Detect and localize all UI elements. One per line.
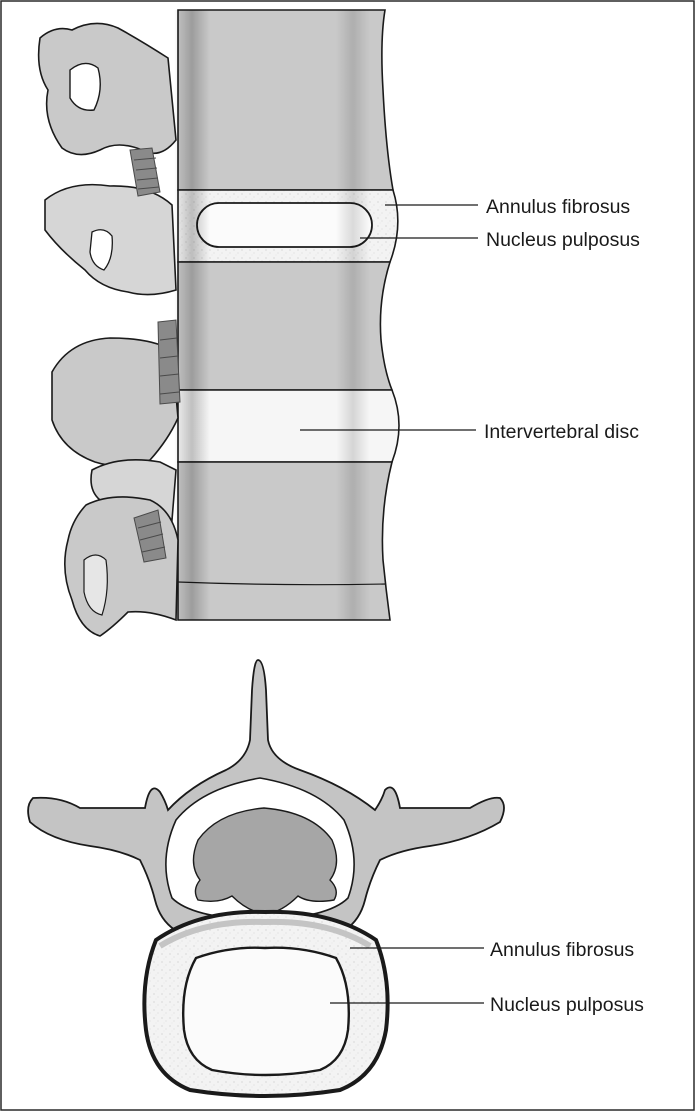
label-annulus-cross: Annulus fibrosus xyxy=(490,939,634,961)
lateral-spine-view: Annulus fibrosus Nucleus pulposus Interv… xyxy=(39,10,641,636)
cross-section-view: Annulus fibrosus Nucleus pulposus xyxy=(28,660,644,1096)
posterior-element-1 xyxy=(39,23,176,154)
label-annulus-lateral: Annulus fibrosus xyxy=(486,196,630,218)
label-nucleus-cross: Nucleus pulposus xyxy=(490,994,644,1016)
ligament-2 xyxy=(158,320,180,404)
spinal-cord xyxy=(193,808,336,914)
label-intervertebral-disc: Intervertebral disc xyxy=(484,421,639,443)
label-nucleus-lateral: Nucleus pulposus xyxy=(486,229,640,251)
disc-nucleus-cross xyxy=(183,948,349,1075)
posterior-element-5 xyxy=(65,497,178,636)
